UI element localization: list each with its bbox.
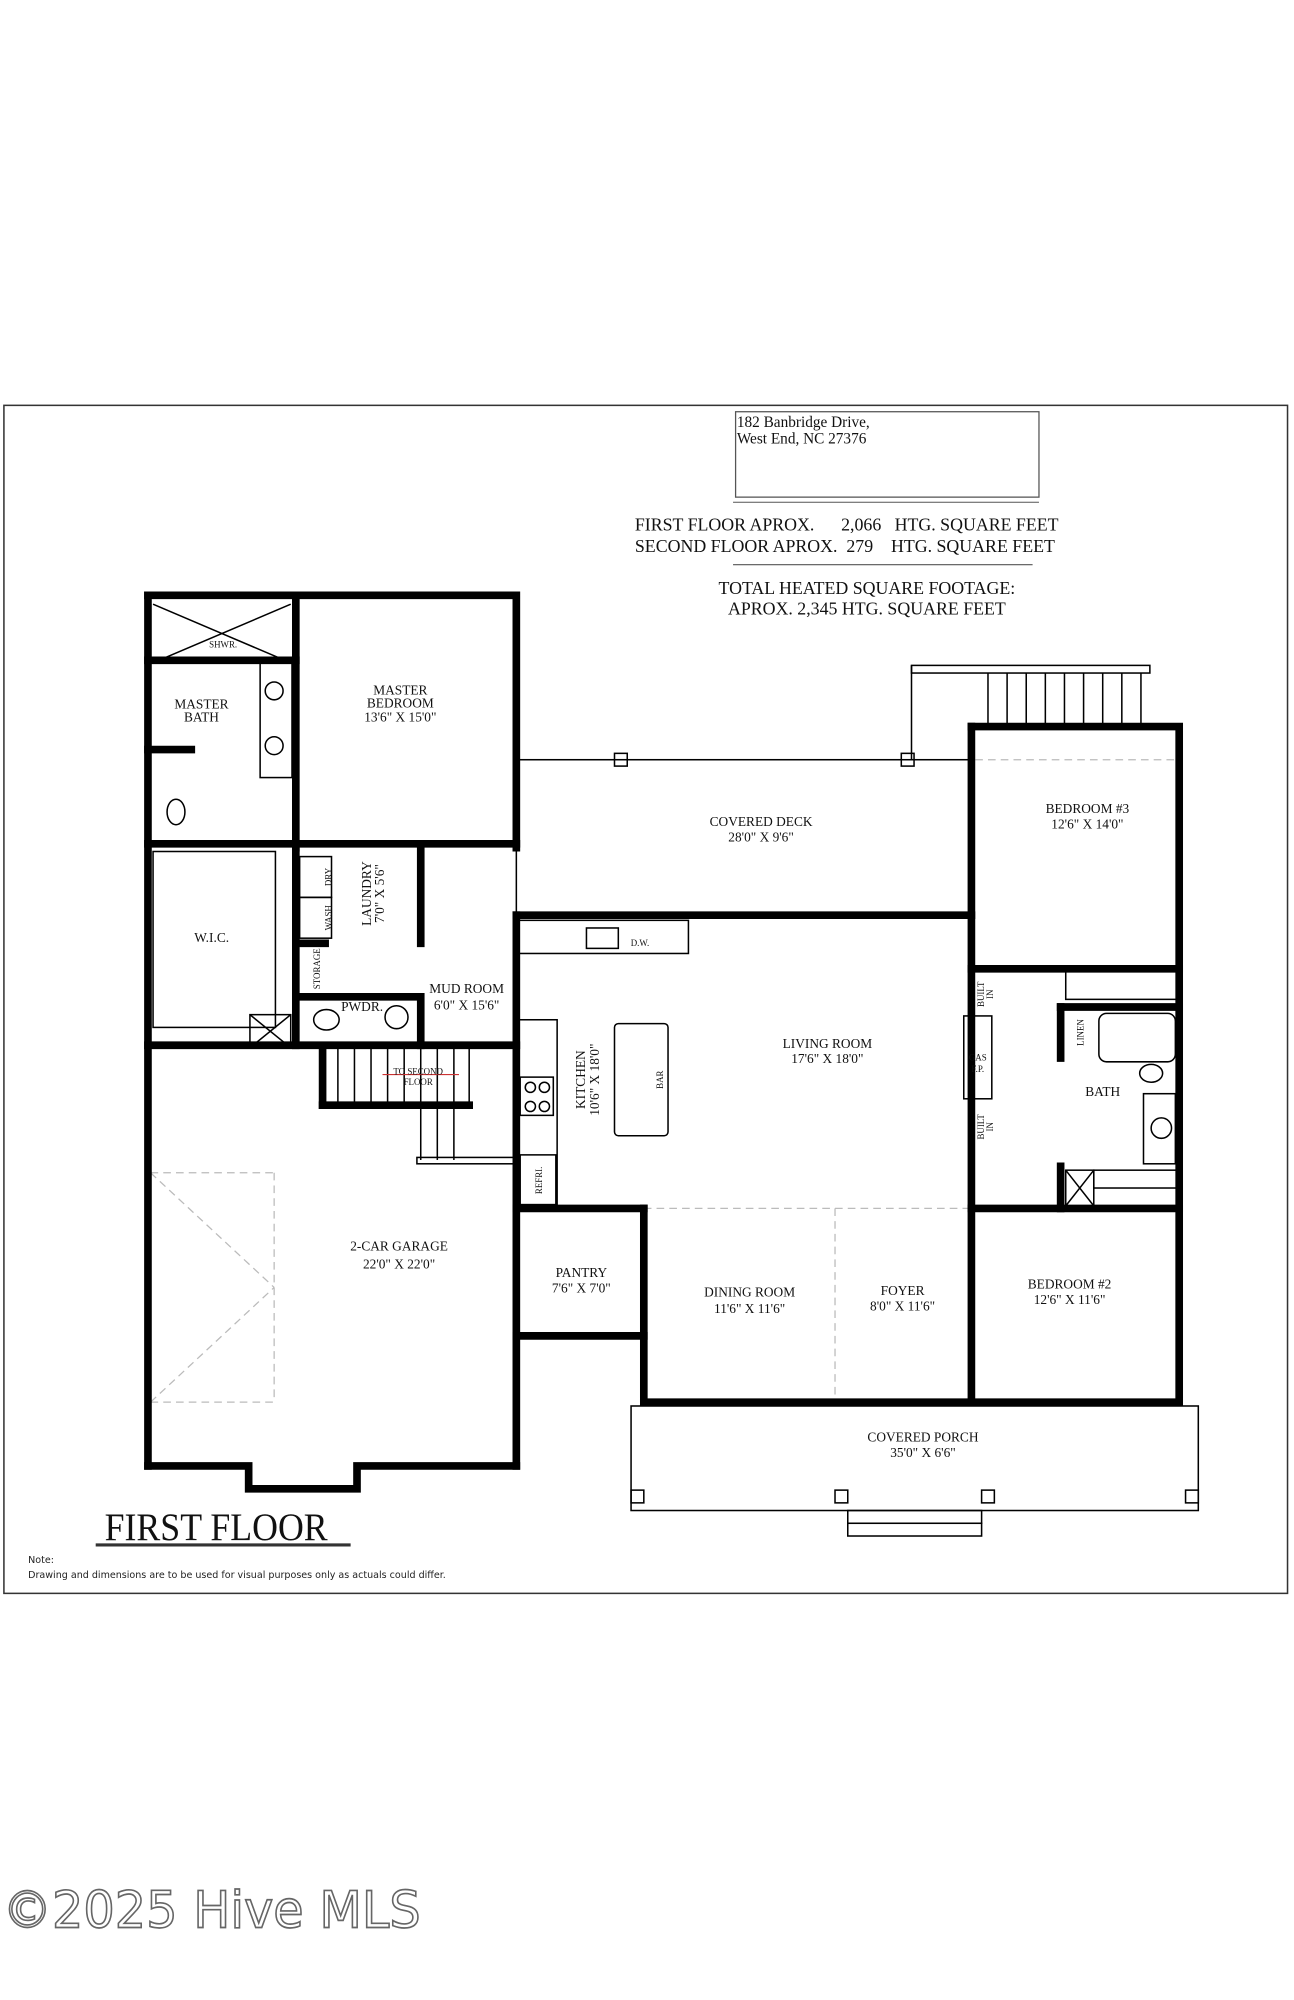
label-built-in-2: BUILT [976, 1114, 986, 1140]
label-built-in-1: BUILT [976, 981, 986, 1007]
label-covered-porch-dims: 35'0" X 6'6" [890, 1445, 956, 1460]
label-dining-room-dims: 11'6" X 11'6" [714, 1301, 785, 1316]
label-stairs-2: FLOOR [404, 1077, 433, 1087]
label-storage: STORAGE [312, 948, 322, 989]
label-foyer: FOYER [881, 1283, 925, 1298]
label-dryer: DRY [324, 867, 334, 886]
label-living-room-dims: 17'6" X 18'0" [791, 1051, 863, 1066]
note-text: Drawing and dimensions are to be used fo… [28, 1570, 446, 1581]
label-built-in-1b: IN [985, 989, 995, 999]
label-wic: W.I.C. [194, 930, 229, 945]
label-dishwasher: D.W. [631, 938, 649, 948]
label-shower: SHWR. [209, 640, 237, 650]
label-bedroom2-dims: 12'6" X 11'6" [1034, 1292, 1106, 1307]
label-laundry-dims: 7'0" X 5'6" [372, 864, 387, 923]
label-kitchen-dims: 10'6" X 18'0" [587, 1044, 602, 1116]
label-washer: WASH [324, 905, 334, 931]
label-fireplace-1: GAS [969, 1053, 987, 1063]
room-labels: SHWR. MASTER BATH MASTER BEDROOM 13'6" X… [174, 640, 1129, 1460]
label-fireplace-2: F.P. [971, 1064, 984, 1074]
label-bedroom3: BEDROOM #3 [1046, 801, 1130, 816]
floor-title: FIRST FLOOR [105, 1505, 329, 1549]
label-powder: PWDR. [341, 999, 383, 1014]
label-bar: BAR [655, 1070, 665, 1088]
label-stairs-1: TO SECOND [393, 1067, 443, 1077]
label-foyer-dims: 8'0" X 11'6" [870, 1298, 935, 1313]
label-bedroom2: BEDROOM #2 [1028, 1277, 1112, 1292]
label-master-bedroom-2: BEDROOM [367, 695, 434, 710]
label-pantry: PANTRY [556, 1265, 608, 1280]
label-master-bath-2: BATH [184, 709, 219, 724]
thin-lines [150, 603, 1200, 1537]
label-master-bedroom-1: MASTER [373, 683, 427, 698]
address-box [734, 411, 1040, 498]
label-covered-deck: COVERED DECK [710, 814, 813, 829]
label-built-in-2b: IN [985, 1122, 995, 1132]
address-line1: 182 Banbridge Drive, [737, 414, 870, 431]
label-bedroom3-dims: 12'6" X 14'0" [1051, 817, 1123, 832]
label-linen: LINEN [1076, 1019, 1086, 1046]
label-kitchen: KITCHEN [573, 1050, 588, 1109]
first-floor-sqft: FIRST FLOOR APROX. 2,066 HTG. SQUARE FEE… [635, 514, 1059, 534]
label-mud-room: MUD ROOM [429, 981, 504, 996]
label-master-bedroom-dims: 13'6" X 15'0" [364, 709, 436, 724]
label-master-bath-1: MASTER [174, 697, 228, 712]
total-sqft-line1: TOTAL HEATED SQUARE FOOTAGE: [719, 578, 1016, 598]
label-pantry-dims: 7'6" X 7'0" [552, 1281, 611, 1296]
label-covered-deck-dims: 28'0" X 9'6" [728, 829, 794, 844]
note-heading: Note: [28, 1555, 54, 1566]
label-laundry: LAUNDRY [359, 861, 374, 926]
label-living-room: LIVING ROOM [783, 1036, 873, 1051]
sheet-border [3, 404, 1289, 1595]
label-covered-porch: COVERED PORCH [867, 1430, 978, 1445]
label-garage-dims: 22'0" X 22'0" [363, 1256, 435, 1271]
total-sqft-line2: APROX. 2,345 HTG. SQUARE FEET [728, 598, 1006, 618]
label-mud-room-dims: 6'0" X 15'6" [434, 998, 500, 1013]
label-bath: BATH [1085, 1084, 1120, 1099]
watermark: ©2025 Hive MLS [3, 1881, 421, 1940]
label-refrigerator: REFRI. [534, 1167, 544, 1194]
second-floor-sqft: SECOND FLOOR APROX. 279 HTG. SQUARE FEET [635, 536, 1055, 556]
walls [144, 591, 1184, 1493]
address-line2: West End, NC 27376 [737, 431, 867, 448]
label-dining-room: DINING ROOM [704, 1284, 795, 1299]
label-garage: 2-CAR GARAGE [350, 1238, 448, 1253]
